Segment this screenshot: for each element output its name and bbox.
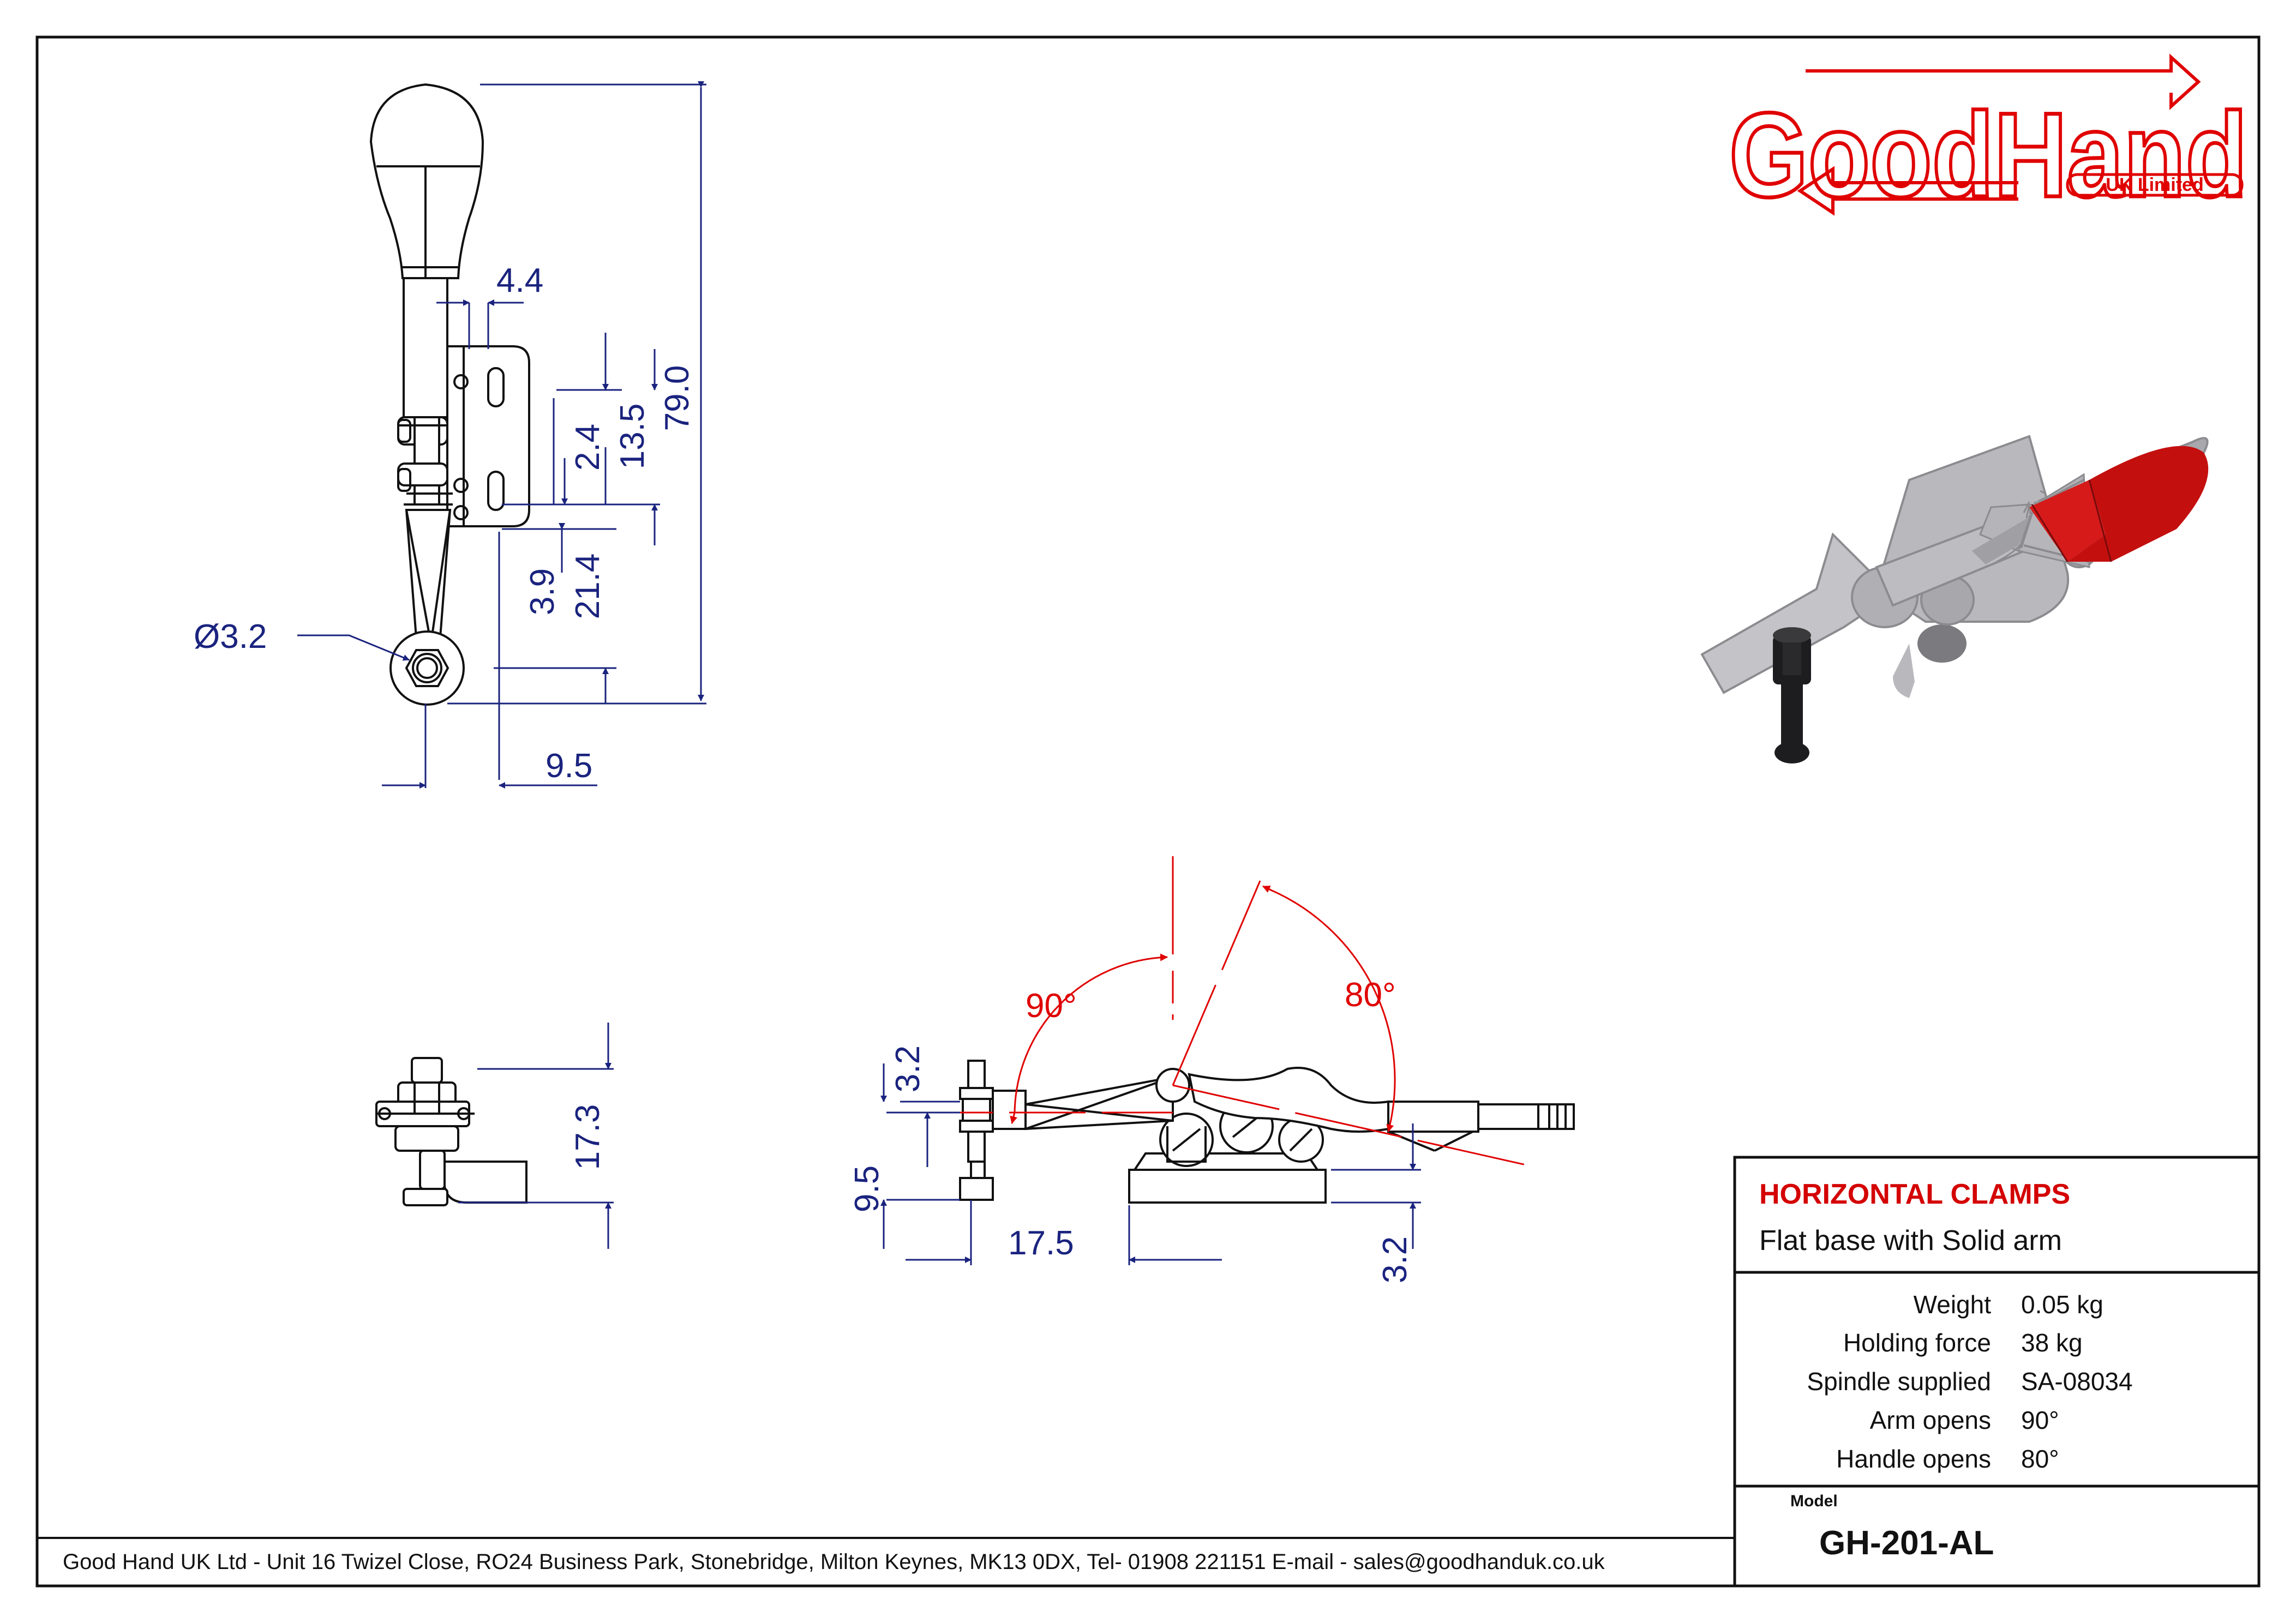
logo-arrow-left-icon (1797, 166, 2018, 216)
model-number: GH-201-AL (1819, 1524, 1994, 1562)
logo-arrow-right-icon (1806, 53, 2201, 110)
dim-4-4: 4.4 (496, 262, 543, 299)
top-view: 4.4 79.0 13.5 2.4 3.9 21.4 Ø3.2 9.5 (194, 81, 706, 789)
drawing-frame (35, 35, 2261, 1588)
dim-13-5: 13.5 (614, 404, 651, 470)
dim-3-9: 3.9 (524, 568, 561, 615)
angle-arm: 90° (1026, 987, 1077, 1025)
spec-label-arm-opens: Arm opens (1870, 1406, 1991, 1434)
dim-3-2-spindle: 3.2 (889, 1045, 927, 1092)
dim-diameter-3-2: Ø3.2 (194, 618, 267, 656)
spec-value-spindle: SA-08034 (2021, 1367, 2133, 1396)
model-label: Model (1790, 1492, 1838, 1510)
dim-17-5: 17.5 (1008, 1224, 1074, 1262)
dim-21-4: 21.4 (569, 554, 607, 620)
spec-label-handle-opens: Handle opens (1836, 1445, 1991, 1473)
dim-9-5-side: 9.5 (848, 1165, 886, 1212)
spec-value-arm-opens: 90° (2021, 1406, 2059, 1434)
spec-value-handle-opens: 80° (2021, 1445, 2059, 1473)
spec-value-holding-force: 38 kg (2021, 1329, 2083, 1357)
dim-2-4: 2.4 (569, 424, 607, 471)
footer-address: Good Hand UK Ltd - Unit 16 Twizel Close,… (63, 1550, 1605, 1574)
end-view: 17.3 (375, 1023, 614, 1249)
title-block-heading: HORIZONTAL CLAMPS (1759, 1179, 2070, 1210)
title-block: HORIZONTAL CLAMPS Flat base with Solid a… (1733, 1156, 2261, 1588)
dim-17-3: 17.3 (569, 1104, 607, 1170)
side-view: 90° 80° 3.2 9.5 17.5 3.2 (848, 856, 1575, 1283)
logo-subtitle-box (2066, 173, 2244, 197)
product-handle (2029, 446, 2209, 562)
spec-label-weight: Weight (1914, 1290, 1992, 1319)
dim-9-5-top: 9.5 (545, 747, 592, 785)
spec-value-weight: 0.05 kg (2021, 1290, 2103, 1319)
spec-label-holding-force: Holding force (1843, 1329, 1991, 1357)
company-logo: GoodHand UK Limited (1728, 53, 2250, 224)
angle-handle: 80° (1345, 976, 1396, 1014)
title-block-subtitle: Flat base with Solid arm (1759, 1225, 2062, 1257)
dim-79-0: 79.0 (658, 365, 696, 431)
spec-label-spindle: Spindle supplied (1807, 1367, 1991, 1396)
logo-subtitle: UK Limited (2106, 175, 2203, 195)
dim-3-2-base: 3.2 (1376, 1236, 1414, 1283)
